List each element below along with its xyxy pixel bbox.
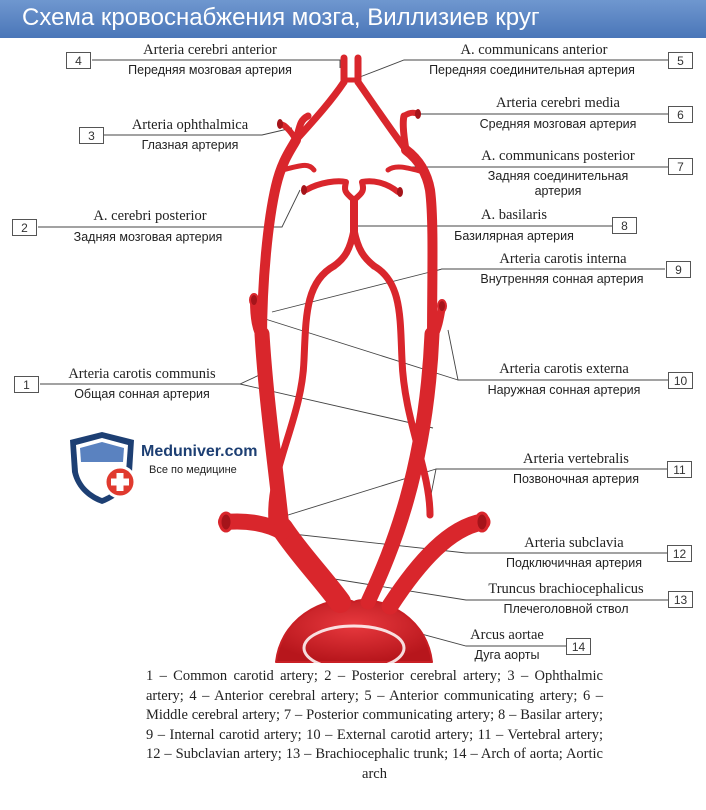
label-12-russian: Подключичная артерия: [506, 556, 642, 570]
label-4-number: 4: [66, 52, 91, 69]
label-11-russian: Позвоночная артерия: [512, 472, 640, 486]
label-13-russian: Плечеголовной ствол: [503, 602, 629, 616]
arteries: [218, 54, 491, 663]
label-12-latin: Arteria subclavia: [524, 535, 624, 551]
left-external-carotid-end: [437, 299, 447, 313]
logo-shield: [70, 432, 137, 504]
label-14-latin: Arcus aortae: [470, 627, 544, 643]
title-bar: Схема кровоснабжения мозга, Виллизиев кр…: [0, 0, 706, 38]
posterior-cerebral-end-r: [301, 185, 307, 195]
left-internal-carotid: [401, 145, 438, 345]
artery-diagram: [38, 54, 668, 663]
label-10-latin: Arteria carotis externa: [499, 361, 629, 377]
label-14-russian: Дуга аорты: [474, 648, 540, 662]
label-11-latin: Arteria vertebralis: [523, 451, 629, 467]
left-posterior-communicating: [385, 164, 427, 175]
logo-subtitle: Все по медицине: [149, 464, 237, 476]
label-1-number: 1: [14, 376, 39, 393]
label-9-number: 9: [666, 261, 691, 278]
leader-3: [104, 127, 293, 136]
label-13-number: 13: [668, 591, 693, 608]
label-5-number: 5: [668, 52, 693, 69]
right-vertebral-artery: [268, 262, 338, 526]
label-7-latin: A. communicans posterior: [481, 148, 635, 164]
label-12-number: 12: [667, 545, 692, 562]
right-subclavian-end: [218, 511, 234, 533]
label-6-russian: Средняя мозговая артерия: [479, 117, 637, 131]
right-common-carotid: [254, 326, 290, 536]
leader-4: [92, 59, 341, 68]
right-anterior-cerebral: [292, 78, 348, 144]
label-1-latin: Arteria carotis communis: [68, 366, 216, 382]
label-10-number: 10: [668, 372, 693, 389]
label-2-number: 2: [12, 219, 37, 236]
left-subclavian-artery: [381, 513, 491, 615]
figure-caption: 1 – Common carotid artery; 2 – Posterior…: [146, 668, 603, 782]
label-5-russian: Передняя соединительная артерия: [429, 63, 635, 77]
label-7-russian-line2: артерия: [534, 184, 582, 198]
label-3-russian: Глазная артерия: [141, 138, 239, 152]
label-13-latin: Truncus brachiocephalicus: [488, 581, 644, 597]
logo-name: Meduniver.com: [141, 443, 258, 460]
middle-cerebral-end-l: [415, 109, 421, 119]
left-posterior-cerebral: [351, 178, 401, 203]
leader-2: [38, 189, 301, 228]
leader-9b: [271, 268, 443, 313]
left-anterior-cerebral: [354, 78, 410, 154]
label-4-russian: Передняя мозговая артерия: [128, 63, 292, 77]
label-8-latin: A. basilaris: [480, 207, 548, 223]
leader-12: [237, 527, 667, 554]
label-2-russian: Задняя мозговая артерия: [73, 230, 223, 244]
left-common-carotid: [360, 326, 440, 610]
label-6-number: 6: [668, 106, 693, 123]
label-9-latin: Arteria carotis interna: [499, 251, 627, 267]
aortic-arch-inner: [302, 624, 406, 663]
posterior-cerebral-end-l: [397, 187, 403, 197]
leader-6: [403, 113, 668, 117]
label-1-russian: Общая сонная артерия: [74, 387, 210, 401]
left-vertebral-artery: [370, 262, 434, 519]
right-posterior-cerebral: [303, 178, 357, 203]
right-posterior-communicating: [279, 162, 317, 173]
right-internal-carotid: [257, 135, 301, 345]
label-14-number: 14: [566, 638, 591, 655]
leader-5: [351, 59, 668, 81]
ophthalmic-end: [277, 119, 283, 129]
label-7-number: 7: [668, 158, 693, 175]
label-8-russian: Базилярная артерия: [454, 229, 574, 243]
page-title: Схема кровоснабжения мозга, Виллизиев кр…: [22, 4, 540, 31]
left-subclavian-end: [474, 511, 490, 533]
label-9-russian: Внутренняя сонная артерия: [480, 272, 644, 286]
label-7-russian: Задняя соединительная: [487, 169, 629, 183]
brachiocephalic-trunk: [271, 517, 351, 613]
label-3-latin: Arteria ophthalmica: [131, 117, 249, 133]
label-3-number: 3: [79, 127, 104, 144]
label-11-number: 11: [667, 461, 692, 478]
label-6-latin: Arteria cerebri media: [496, 95, 620, 111]
label-10-russian: Наружная сонная артерия: [487, 383, 641, 397]
label-4-latin: Arteria cerebri anterior: [143, 42, 277, 58]
label-2-latin: A. cerebri posterior: [93, 208, 207, 224]
leader-7: [391, 165, 668, 168]
label-8-number: 8: [612, 217, 637, 234]
aortic-arch: [275, 599, 433, 663]
label-5-latin: A. communicans anterior: [460, 42, 608, 58]
right-external-carotid-end: [249, 293, 259, 307]
